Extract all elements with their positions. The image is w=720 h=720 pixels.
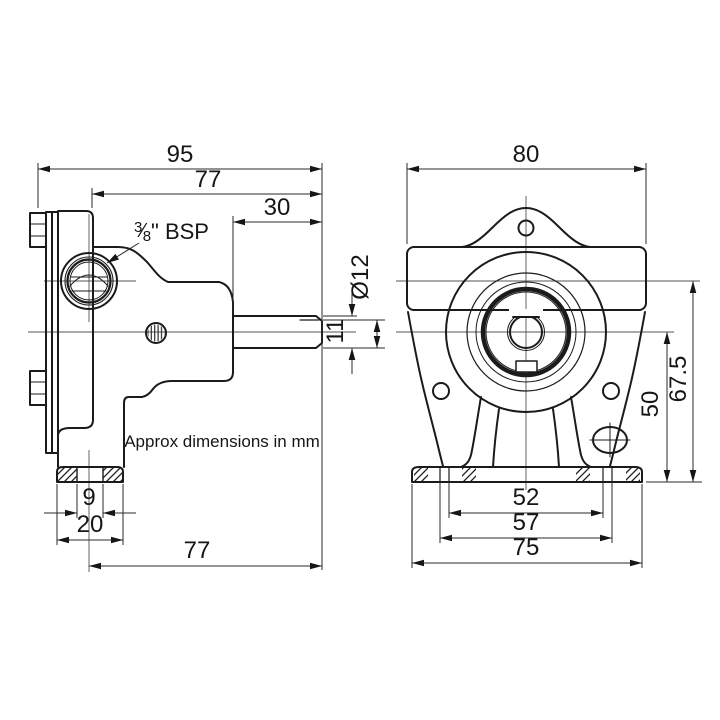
flange-bolt-hole-left [432, 382, 450, 400]
dimension-lines [37, 163, 702, 570]
body-front-plate [57, 211, 94, 468]
bsp-fraction-slash: ⁄ [136, 220, 147, 242]
bsp-fraction-numerator: 3 [134, 219, 142, 236]
bsp-port-label: 3⁄8" BSP [134, 219, 209, 245]
bsp-leader-line [106, 242, 140, 264]
centerlines [28, 196, 700, 572]
dim-overall-length-label: 95 [167, 141, 194, 168]
dim-slot-outer-label: 57 [513, 509, 540, 536]
rear-body-block [406, 246, 647, 311]
drain-plug [145, 322, 167, 344]
body-outline [57, 210, 234, 317]
side-view [29, 210, 323, 483]
top-bracket [461, 207, 591, 248]
left-wing-outline [407, 311, 444, 467]
dim-shaft-protrusion-label: 30 [264, 194, 291, 221]
dim-port-centre-height-label: 67.5 [665, 356, 692, 403]
front-view [406, 207, 647, 483]
bsp-label-suffix: " BSP [151, 219, 209, 244]
side-foot [56, 466, 124, 483]
dim-overall-width-label: 80 [513, 141, 540, 168]
dim-shaft-centre-height-label: 50 [637, 391, 664, 418]
top-bracket-hole [517, 219, 535, 237]
dim-shaft-diameter-label: Ø12 [347, 254, 374, 299]
left-leg [460, 396, 500, 468]
hex-bolt-bottom [29, 370, 47, 406]
dim-slot-centres-label: 52 [513, 484, 540, 511]
bsp-fraction-denominator: 8 [143, 228, 151, 245]
dim-body-length-label: 77 [195, 166, 222, 193]
dim-base-length-label: 77 [184, 537, 211, 564]
drain-boss [589, 422, 631, 458]
dimension-labels: 95 77 30 80 Ø12 11 9 20 77 52 57 75 50 6… [77, 141, 692, 564]
housing-bottom-outline [123, 347, 234, 468]
dim-base-width-label: 75 [513, 534, 540, 561]
rear-flange [29, 211, 59, 454]
dim-foot-slot-width-label: 9 [82, 484, 95, 511]
flange-bolt-hole-right [602, 382, 620, 400]
keyway-notch [515, 360, 538, 373]
right-leg [552, 396, 592, 468]
shaft-flat-mask [509, 309, 543, 317]
front-foot [411, 466, 643, 483]
bsp-port [60, 252, 118, 310]
hex-bolt-facets [29, 223, 47, 395]
hex-bolt-top [29, 212, 47, 248]
bearing-ring [480, 286, 572, 378]
dimensions-note: Approx dimensions in mm [124, 432, 320, 451]
dim-foot-width-label: 20 [77, 511, 104, 538]
dim-shaft-flat-label: 11 [322, 319, 349, 344]
